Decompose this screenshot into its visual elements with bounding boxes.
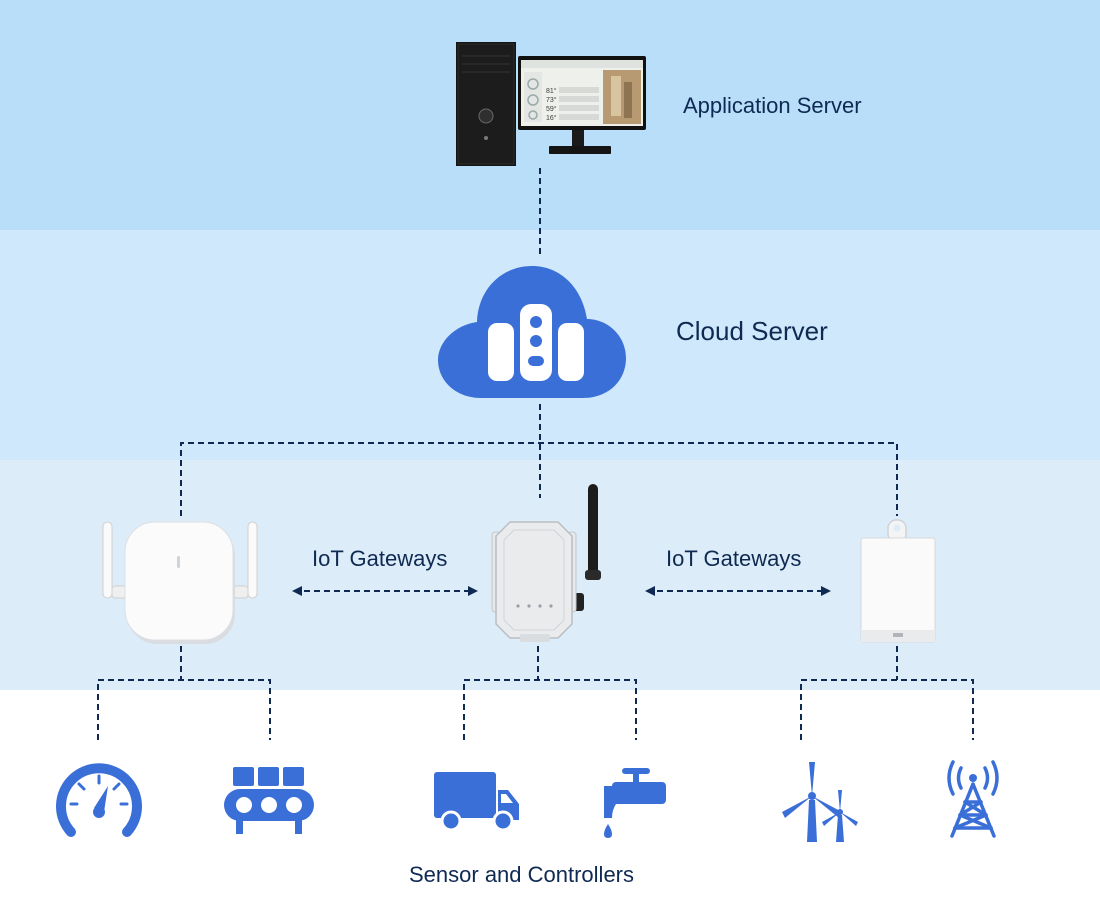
iot-gateways-label-left: IoT Gateways	[312, 546, 448, 571]
outdoor-gateway-icon	[491, 484, 601, 642]
conveyor-icon	[224, 767, 314, 834]
left-gateway-device-lines	[97, 646, 271, 740]
monitor-reading-1: 81°	[546, 87, 557, 95]
truck-icon	[434, 772, 519, 832]
right-gateway-device-lines	[800, 646, 974, 740]
iot-gateways-label-right: IoT Gateways	[666, 546, 802, 571]
connector-lines	[97, 168, 974, 740]
cell-tower-icon	[947, 760, 999, 838]
indoor-gateway-icon	[102, 521, 258, 644]
sensors-and-controllers-label: Sensor and Controllers	[409, 862, 635, 887]
monitor-reading-2: 73°	[546, 96, 557, 104]
application-server-label: Application Server	[683, 93, 862, 118]
cloud-server-icon	[438, 266, 626, 398]
center-gateway-device-lines	[463, 646, 637, 740]
monitor-reading-4: 16°	[546, 114, 557, 122]
wall-gateway-icon	[860, 519, 936, 643]
cloud-server-label: Cloud Server	[676, 316, 828, 346]
monitor-reading-3: 59°	[546, 105, 557, 113]
cloud-bus-line	[180, 442, 898, 516]
wind-turbine-icon	[782, 762, 858, 842]
desktop-computer-icon: 81° 73° 59° 16°	[456, 42, 646, 166]
gauge-icon	[56, 763, 142, 837]
devices-band	[0, 690, 1100, 920]
faucet-icon	[604, 768, 666, 838]
